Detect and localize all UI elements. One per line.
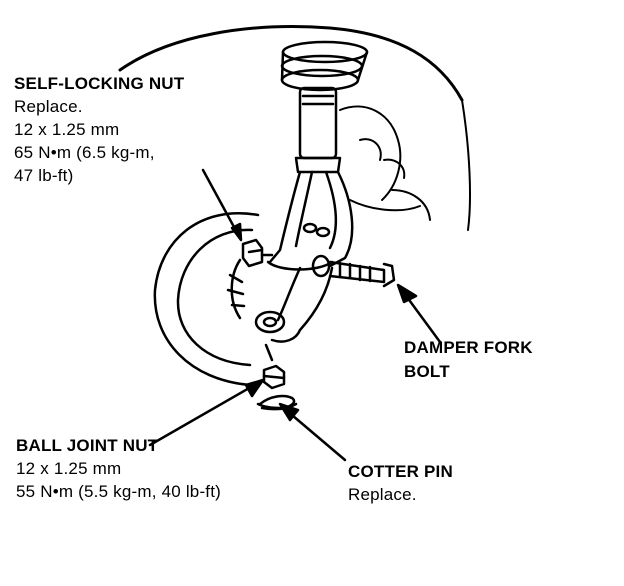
arrow-ball-joint-nut [148, 381, 260, 447]
cotter-pin-note: Replace. [348, 485, 417, 504]
damper-fork-bolt-title-1: DAMPER FORK [404, 338, 533, 357]
self-locking-nut-part [241, 238, 274, 268]
arrow-cotter-pin [284, 408, 347, 462]
ball-joint-nut-size: 12 x 1.25 mm [16, 459, 122, 478]
cotter-pin-title: COTTER PIN [348, 462, 453, 481]
damper-fork-bolt-label: DAMPER FORK BOLT [404, 336, 533, 384]
coil-spring [280, 40, 369, 92]
wheel-well-arc [118, 25, 471, 231]
ball-joint-nut-part [262, 364, 286, 390]
arrow-damper-fork-bolt [402, 291, 442, 344]
strut [294, 86, 342, 174]
self-locking-nut-label: SELF-LOCKING NUT Replace. 12 x 1.25 mm 6… [14, 72, 184, 187]
cotter-pin-part [256, 394, 298, 411]
brake-disc [153, 212, 260, 387]
lower-arm [254, 266, 334, 362]
self-locking-nut-title: SELF-LOCKING NUT [14, 74, 185, 93]
damper-fork-bolt-part [311, 254, 396, 288]
self-locking-nut-torque-1: 65 N•m (6.5 kg-m, [14, 143, 155, 162]
self-locking-nut-note: Replace. [14, 97, 83, 116]
leader-arrows [148, 168, 442, 462]
self-locking-nut-torque-2: 47 lb-ft) [14, 166, 74, 185]
damper-fork-bolt-title-2: BOLT [404, 362, 450, 381]
ball-joint-nut-label: BALL JOINT NUT 12 x 1.25 mm 55 N•m (5.5 … [16, 434, 221, 503]
damper-fork [266, 170, 354, 271]
knuckle-right [339, 105, 431, 221]
ball-joint-nut-title: BALL JOINT NUT [16, 436, 159, 455]
ball-joint-nut-torque: 55 N•m (5.5 kg-m, 40 lb-ft) [16, 482, 222, 501]
self-locking-nut-size: 12 x 1.25 mm [14, 120, 120, 139]
cotter-pin-label: COTTER PIN Replace. [348, 460, 453, 506]
